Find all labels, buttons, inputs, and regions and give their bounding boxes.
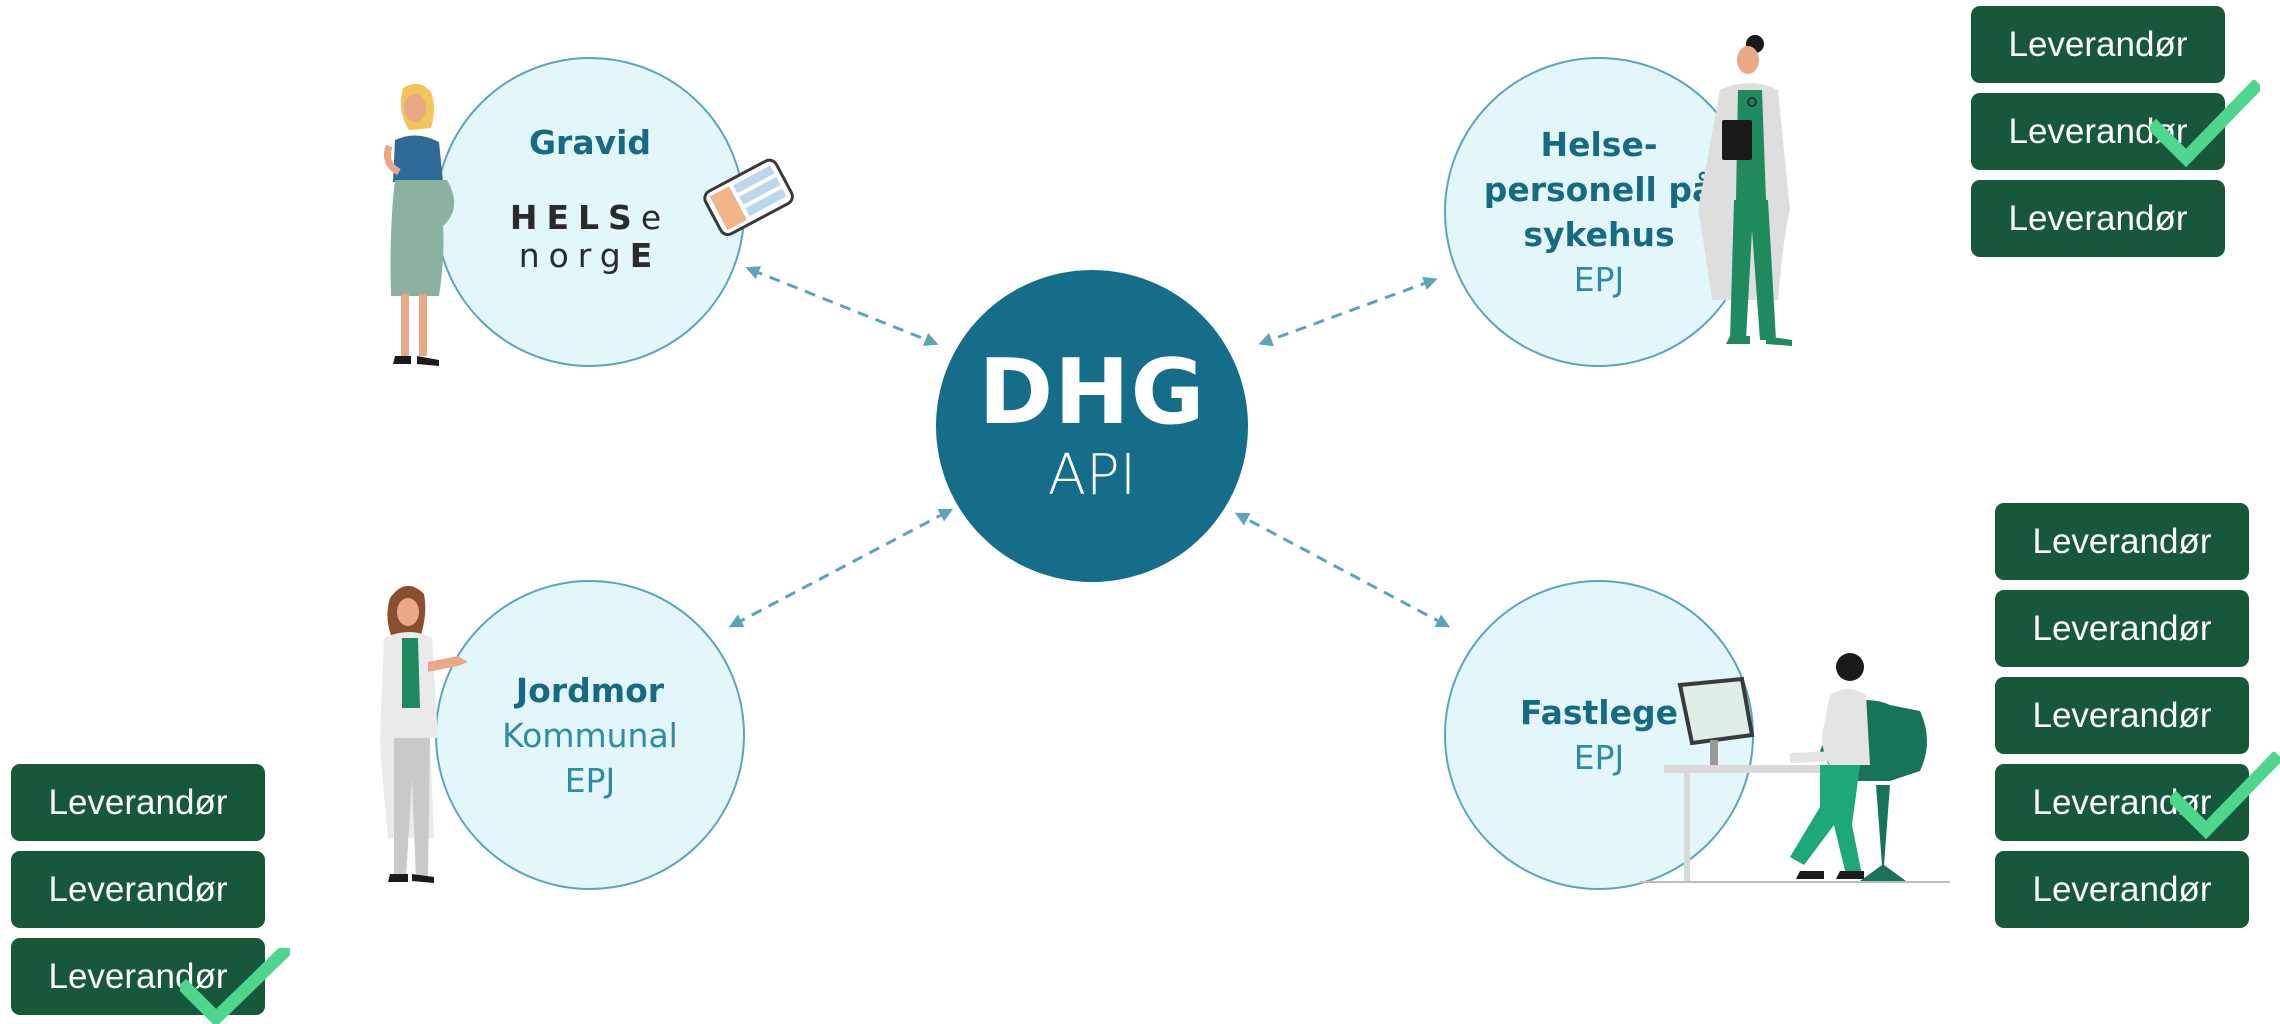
arrow-jordmor-hub bbox=[728, 508, 954, 628]
node-fastlege-title: Fastlege bbox=[1520, 693, 1678, 732]
vendor-box: Leverandør bbox=[1995, 851, 2249, 928]
node-fastlege-subtitle: EPJ bbox=[1573, 738, 1625, 777]
vendor-label: Leverandør bbox=[48, 782, 228, 822]
checkmark-icon bbox=[2170, 752, 2280, 840]
vendor-label: Leverandør bbox=[48, 956, 228, 996]
vendor-label: Leverandør bbox=[48, 869, 228, 909]
arrow-sykehus-hub bbox=[1258, 276, 1438, 347]
hub-subtitle: API bbox=[1047, 443, 1137, 508]
vendor-label: Leverandør bbox=[2008, 198, 2188, 238]
node-jordmor: Jordmor Kommunal EPJ bbox=[435, 580, 745, 890]
phone-icon bbox=[703, 158, 794, 237]
node-sykehus-title-1: Helse- bbox=[1540, 125, 1658, 164]
vendor-label: Leverandør bbox=[2008, 24, 2188, 64]
vendor-box: Leverandør bbox=[1995, 677, 2249, 754]
arrow-gravid-hub bbox=[745, 266, 939, 346]
checkmark-icon bbox=[180, 948, 290, 1024]
vendor-box: Leverandør bbox=[1995, 590, 2249, 667]
node-jordmor-subtitle-2: EPJ bbox=[564, 760, 616, 800]
checkmark-icon bbox=[2150, 80, 2260, 168]
vendor-box: Leverandør bbox=[11, 764, 265, 841]
logo-text-c: norg bbox=[518, 235, 630, 275]
hub-dhg-api: DHG API bbox=[936, 270, 1248, 582]
vendor-label: Leverandør bbox=[2032, 695, 2212, 735]
vendor-label: Leverandør bbox=[2032, 608, 2212, 648]
vendor-box: Leverandør bbox=[1971, 6, 2225, 83]
vendor-box: Leverandør bbox=[11, 851, 265, 928]
node-sykehus-title-2: personell på bbox=[1483, 170, 1715, 209]
helsenorge-logo: HELSe norgE bbox=[509, 197, 671, 275]
doctor-icon bbox=[1698, 35, 1792, 346]
node-jordmor-subtitle-1: Kommunal bbox=[502, 715, 678, 755]
gp-at-computer-icon bbox=[1640, 653, 1950, 883]
vendor-label: Leverandør bbox=[2032, 869, 2212, 909]
vendor-box: Leverandør bbox=[11, 938, 265, 1015]
node-sykehus-subtitle: EPJ bbox=[1573, 260, 1625, 299]
logo-text-a: HELS bbox=[509, 197, 641, 237]
node-sykehus: Helse- personell på sykehus EPJ bbox=[1444, 57, 1754, 367]
node-gravid-title: Gravid bbox=[528, 122, 652, 162]
vendor-box: Leverandør bbox=[1971, 180, 2225, 257]
hub-title: DHG bbox=[978, 340, 1206, 445]
midwife-icon bbox=[380, 585, 468, 883]
arrow-fastlege-hub bbox=[1234, 512, 1451, 628]
pregnant-woman-icon bbox=[383, 83, 455, 366]
node-sykehus-title-3: sykehus bbox=[1523, 215, 1675, 254]
node-jordmor-title: Jordmor bbox=[515, 670, 665, 710]
logo-text-b: e bbox=[640, 197, 671, 237]
vendor-label: Leverandør bbox=[2032, 521, 2212, 561]
logo-text-d: E bbox=[629, 235, 662, 275]
node-gravid: Gravid HELSe norgE bbox=[435, 57, 745, 367]
vendor-box: Leverandør bbox=[1995, 503, 2249, 580]
